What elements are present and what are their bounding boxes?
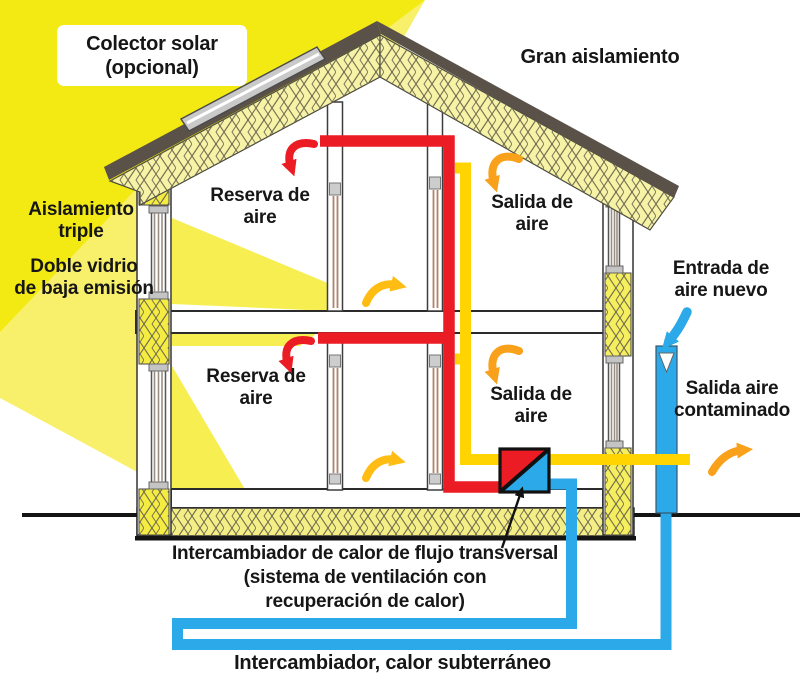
label-intercambiador-flujo: Intercambiador de calor de flujo transve… [114, 542, 616, 614]
label-line: triple [58, 221, 104, 242]
label-line: (sistema de ventilación con [243, 567, 487, 588]
label-line: Entrada de [672, 258, 770, 279]
label-line: de baja emisión [14, 278, 154, 299]
label-intercambiador-subterraneo: Intercambiador, calor subterráneo [234, 652, 551, 674]
label-reserva-aire-inferior: Reserva de aire [191, 366, 321, 410]
label-line: Salida aire [685, 378, 779, 399]
ground-line [22, 513, 800, 517]
exhaust-out-arrow [708, 442, 753, 476]
room-airflow-arrow-upper [362, 275, 407, 307]
exhaust-air-pipe [455, 162, 690, 465]
pipe-opening [658, 352, 675, 374]
sunbeam-inside-rooms [172, 218, 330, 491]
label-entrada-aire-nuevo: Entrada de aire nuevo [656, 258, 786, 302]
fresh-air-in-arrow [661, 307, 692, 350]
label-line: Intercambiador de calor de flujo transve… [171, 543, 559, 564]
label-line: Doble vidrio [30, 256, 138, 277]
label-line: Colector solar [86, 33, 218, 55]
label-line: (opcional) [105, 57, 199, 79]
label-salida-aire-inferior: Salida de aire [466, 384, 596, 428]
interior-partition-left [326, 101, 344, 491]
triple-glazed-window-upper [148, 205, 169, 300]
label-line: Reserva de [206, 366, 306, 387]
label-aislamiento-triple: Aislamiento triple [5, 199, 157, 243]
exhaust-intake-arrow-lower [484, 344, 523, 385]
solar-collector [179, 46, 327, 132]
left-wall-insulation [138, 183, 170, 536]
warm-air-pipe [318, 135, 501, 493]
floor-insulation [135, 507, 636, 541]
exhaust-intake-arrow-upper [484, 152, 523, 193]
mid-floor-slab [135, 310, 611, 334]
label-reserva-aire-superior: Reserva de aire [195, 185, 325, 229]
triple-glazed-window-lower [148, 363, 169, 490]
label-salida-aire-superior: Salida de aire [467, 192, 597, 236]
roof-insulation [108, 33, 675, 231]
label-line: aire [515, 214, 549, 235]
label-pointer-line [500, 486, 525, 549]
label-line: Reserva de [210, 185, 310, 206]
label-line: aire [239, 388, 273, 409]
label-gran-aislamiento: Gran aislamiento [520, 46, 680, 68]
label-salida-aire-contaminado: Salida aire contaminado [664, 378, 800, 422]
label-line: Aislamiento [28, 199, 134, 220]
label-line: aire [243, 207, 277, 228]
roof-deck-right [377, 21, 679, 198]
heat-exchanger-unit [498, 447, 551, 494]
label-line: recuperación de calor) [265, 591, 465, 612]
label-colector-solar: Colector solar (opcional) [57, 25, 247, 86]
label-line: aire [514, 406, 548, 427]
interior-partition-right [426, 99, 444, 491]
warm-air-down-arrow-lower [278, 336, 315, 374]
warm-air-down-arrow-upper [281, 139, 318, 177]
right-window-lower [605, 355, 624, 449]
right-wall [602, 195, 634, 536]
airflow-arrows [278, 139, 753, 482]
room-airflow-arrow-lower [362, 450, 406, 482]
label-doble-vidrio: Doble vidrio de baja emisión [0, 256, 172, 300]
label-line: Salida de [490, 384, 572, 405]
label-line: contaminado [673, 400, 791, 421]
label-line: aire nuevo [674, 280, 768, 301]
house-interior [137, 45, 634, 537]
label-line: Salida de [491, 192, 573, 213]
fresh-air-pipe [172, 345, 678, 650]
